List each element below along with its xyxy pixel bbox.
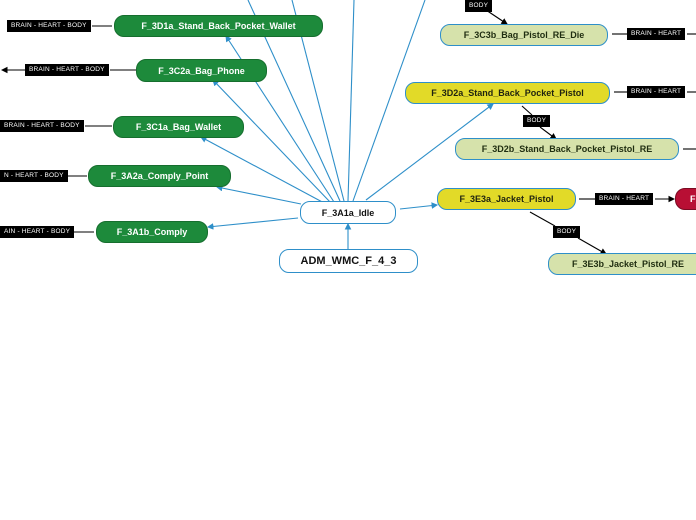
edge-to-c2a bbox=[212, 79, 332, 204]
topic-node-partial[interactable]: F bbox=[675, 188, 696, 210]
relation-tag[interactable]: BODY bbox=[523, 115, 551, 127]
edge-to-e3a bbox=[399, 202, 439, 210]
topic-node-c3b[interactable]: F_3C3b_Bag_Pistol_RE_Die bbox=[440, 24, 608, 46]
topic-node-d1a[interactable]: F_3D1a_Stand_Back_Pocket_Wallet bbox=[114, 15, 323, 37]
topic-node-e3a[interactable]: F_3E3a_Jacket_Pistol bbox=[437, 188, 576, 210]
edge-to-a1b bbox=[206, 217, 299, 230]
relation-tag[interactable]: AIN - HEART - BODY bbox=[0, 226, 75, 238]
relation-tag[interactable]: BRAIN - HEART - BODY bbox=[0, 120, 84, 132]
topic-node-e3b[interactable]: F_3E3b_Jacket_Pistol_RE bbox=[548, 253, 696, 275]
topic-node-d2b[interactable]: F_3D2b_Stand_Back_Pocket_Pistol_RE bbox=[455, 138, 679, 160]
topic-node-a2a[interactable]: F_3A2a_Comply_Point bbox=[88, 165, 231, 187]
topic-node-a1b[interactable]: F_3A1b_Comply bbox=[96, 221, 208, 243]
edge-up-3 bbox=[347, 0, 355, 202]
relation-tag[interactable]: N - HEART - BODY bbox=[0, 170, 68, 182]
relation-tag[interactable]: BODY bbox=[553, 226, 581, 238]
central-topic-node[interactable]: F_3A1a_Idle bbox=[300, 201, 396, 224]
edge-to-a2a bbox=[215, 184, 302, 205]
relation-tag[interactable]: BRAIN - HEART - BODY bbox=[25, 64, 109, 76]
relation-tag[interactable]: BODY bbox=[465, 0, 493, 12]
topic-node-c1a[interactable]: F_3C1a_Bag_Wallet bbox=[113, 116, 244, 138]
relation-tag[interactable]: BRAIN - HEART bbox=[595, 193, 654, 205]
edge-to-d2a bbox=[365, 103, 494, 201]
relation-tag[interactable]: BRAIN - HEART bbox=[627, 28, 686, 40]
relation-tag[interactable]: BRAIN - HEART - BODY bbox=[7, 20, 91, 32]
topic-node-c2a[interactable]: F_3C2a_Bag_Phone bbox=[136, 59, 267, 82]
relation-tag[interactable]: BRAIN - HEART bbox=[627, 86, 686, 98]
topic-node-d2a[interactable]: F_3D2a_Stand_Back_Pocket_Pistol bbox=[405, 82, 610, 104]
edge-to-c1a bbox=[200, 136, 327, 205]
edge-up-4 bbox=[352, 0, 426, 202]
root-topic-node[interactable]: ADM_WMC_F_4_3 bbox=[279, 249, 418, 273]
